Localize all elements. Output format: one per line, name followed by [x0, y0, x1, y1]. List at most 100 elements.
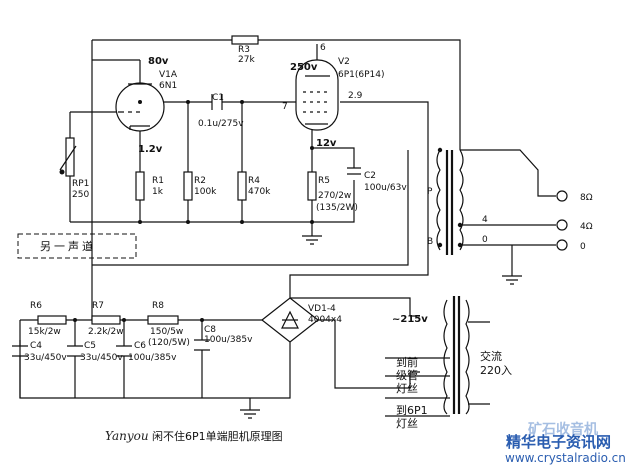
watermark-1: 矿石收音机 — [528, 421, 598, 438]
r3-label: R3 — [238, 45, 250, 55]
signature: Yanyou — [105, 429, 149, 443]
r1-value: 1k — [152, 187, 164, 197]
c1-capacitor — [211, 94, 223, 110]
c5-value: 33u/450v — [80, 353, 123, 363]
r4-value: 470k — [248, 187, 271, 197]
power-transformer — [443, 296, 470, 415]
c4-label: C4 — [30, 341, 42, 351]
pin6-label: 6 — [320, 43, 326, 53]
c1-value: 0.1u/275v — [198, 119, 244, 129]
r3-resistor — [231, 35, 259, 45]
ground-icon — [302, 230, 322, 245]
labels: R3 27k 80v V1A 6N1 C1 0.1u/275v 250v V2 … — [24, 43, 593, 443]
rp1-value: 250 — [72, 190, 89, 200]
c4-capacitor — [12, 345, 28, 357]
c8-value: 100u/385v — [204, 335, 253, 345]
c2-capacitor — [347, 167, 361, 175]
heater-6p1-1: 到6P1 — [396, 404, 428, 417]
r7-label: R7 — [92, 301, 104, 311]
ground-icon — [240, 405, 260, 419]
speaker-terminals — [556, 190, 568, 251]
other-channel-label: 另一声道 — [40, 239, 96, 253]
v2-tube — [295, 59, 339, 131]
c1-label: C1 — [212, 93, 224, 103]
spk4-label: 4Ω — [580, 222, 593, 232]
heater-front-2: 级管 — [396, 368, 418, 382]
c4-value: 33u/450v — [24, 353, 67, 363]
vd-label: VD1-4 — [308, 304, 336, 314]
v2-type: 6P1(6P14) — [338, 70, 385, 80]
tap-p-label: P — [427, 187, 433, 197]
r5-value-1: 270/2w — [318, 191, 351, 201]
ground-icon — [502, 270, 522, 285]
v1a-type: 6N1 — [159, 81, 177, 91]
bridge-rectifier — [281, 310, 299, 329]
v1a-label: V1A — [159, 70, 178, 80]
tap0-label: 0 — [482, 235, 488, 245]
c2-value: 100u/63v — [364, 183, 407, 193]
r6-label: R6 — [30, 301, 42, 311]
vd-value: 4004x4 — [308, 315, 342, 325]
v250-label: 250v — [290, 62, 318, 73]
c6-label: C6 — [134, 341, 146, 351]
watermark-2: 精华电子资讯网 — [506, 433, 611, 451]
r8-resistor — [147, 315, 179, 325]
r4-resistor — [237, 171, 247, 201]
tap4-label: 4 — [482, 215, 488, 225]
rp1-potentiometer — [65, 137, 75, 177]
ground-symbols — [240, 230, 522, 419]
c2-label: C2 — [364, 171, 376, 181]
r1-label: R1 — [152, 176, 164, 186]
c6-capacitor — [116, 345, 132, 357]
terminal-4-ohm — [556, 219, 568, 231]
r7-value: 2.2k/2w — [88, 327, 124, 337]
tap-b-label: B — [427, 237, 433, 247]
r7-resistor — [91, 315, 121, 325]
r2-resistor — [183, 171, 193, 201]
pin7-label: 7 — [282, 102, 288, 112]
heater-6p1-2: 灯丝 — [396, 417, 418, 430]
r6-resistor — [37, 315, 67, 325]
v215-label: ~215v — [392, 314, 428, 325]
resistors — [37, 35, 317, 325]
capacitors — [12, 94, 361, 357]
r5-resistor — [307, 171, 317, 201]
junction-dots — [59, 100, 463, 322]
r8-value-1: 150/5w — [150, 327, 183, 337]
r5-value-2: (135/2W) — [316, 203, 358, 213]
ac-in-2: 220入 — [480, 364, 512, 377]
v12b-label: 12v — [316, 138, 337, 149]
c5-label: C5 — [84, 341, 96, 351]
heater-front-1: 到前 — [396, 355, 418, 369]
other-channel-box — [17, 233, 137, 259]
rp1-label: RP1 — [72, 179, 89, 189]
v2-label: V2 — [338, 57, 350, 67]
c6-value: 100u/385v — [128, 353, 177, 363]
c5-capacitor — [67, 345, 83, 357]
r3-value: 27k — [238, 55, 255, 65]
v12-label: 1.2v — [138, 144, 163, 155]
terminal-8-ohm — [556, 190, 568, 202]
spk0-label: 0 — [580, 242, 586, 252]
caption: 闲不住6P1单端胆机原理图 — [152, 429, 283, 443]
output-transformer — [436, 149, 464, 255]
spk8-label: 8Ω — [580, 193, 593, 203]
v80-label: 80v — [148, 56, 169, 67]
r1-resistor — [135, 171, 145, 201]
r2-label: R2 — [194, 176, 206, 186]
c8-capacitor — [194, 339, 210, 351]
r5-label: R5 — [318, 176, 330, 186]
watermark-3: www.crystalradio.cn — [505, 451, 626, 465]
terminal-0 — [556, 239, 568, 251]
r4-label: R4 — [248, 176, 260, 186]
r8-value-2: (120/5W) — [148, 338, 190, 348]
v1a-tube — [115, 82, 165, 132]
watermark: 矿石收音机 精华电子资讯网 www.crystalradio.cn — [505, 421, 626, 465]
heater-front-3: 灯丝 — [396, 382, 418, 395]
r8-label: R8 — [152, 301, 164, 311]
pin29-label: 2.9 — [348, 91, 363, 101]
c8-label: C8 — [204, 325, 216, 335]
r2-value: 100k — [194, 187, 217, 197]
r6-value: 15k/2w — [28, 327, 61, 337]
